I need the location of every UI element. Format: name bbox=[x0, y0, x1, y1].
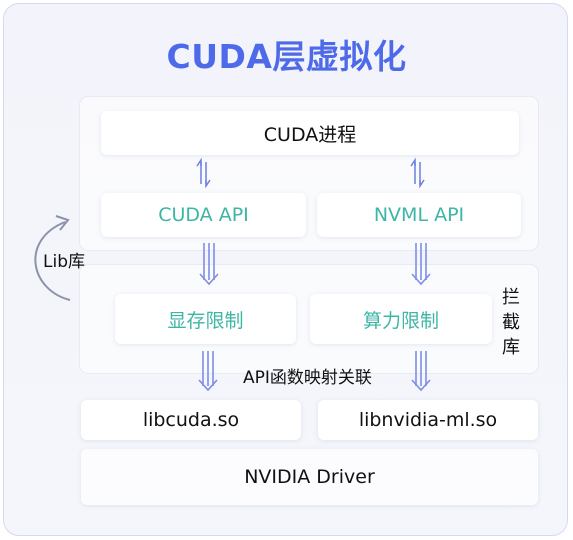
memory-limit-label: 显存限制 bbox=[167, 309, 244, 332]
intercept-char-3: 库 bbox=[502, 337, 520, 358]
compute-limit-box: 算力限制 bbox=[310, 294, 492, 344]
libcuda-label: libcuda.so bbox=[142, 409, 240, 431]
lib-curve-arrow bbox=[34, 215, 71, 301]
cuda-process-box: CUDA进程 bbox=[101, 111, 519, 155]
memory-limit-box: 显存限制 bbox=[115, 294, 296, 344]
cuda-api-label: CUDA API bbox=[158, 204, 249, 226]
intercept-library-label: 拦 截 库 bbox=[500, 285, 522, 360]
nvml-api-box: NVML API bbox=[317, 193, 521, 237]
libcuda-box: libcuda.so bbox=[81, 400, 301, 440]
libnvidia-ml-box: libnvidia-ml.so bbox=[318, 400, 538, 440]
cuda-api-box: CUDA API bbox=[101, 193, 306, 237]
cuda-process-label: CUDA进程 bbox=[263, 123, 357, 146]
compute-limit-label: 算力限制 bbox=[362, 309, 439, 332]
intercept-char-1: 拦 bbox=[502, 287, 520, 308]
lib-label: Lib库 bbox=[43, 252, 85, 272]
intercept-char-2: 截 bbox=[502, 312, 520, 333]
bidirectional-arrow-right bbox=[410, 157, 425, 189]
nvidia-driver-box: NVIDIA Driver bbox=[81, 449, 538, 505]
down-arrow-nvml-to-compute bbox=[411, 243, 431, 286]
nvidia-driver-label: NVIDIA Driver bbox=[244, 466, 375, 488]
down-arrow-compute-to-libnvidia bbox=[411, 351, 431, 392]
down-arrow-cuda-to-memory bbox=[199, 243, 219, 286]
down-arrow-memory-to-libcuda bbox=[198, 351, 218, 392]
api-mapping-label: API函数映射关联 bbox=[243, 368, 372, 388]
bidirectional-arrow-left bbox=[196, 157, 211, 189]
nvml-api-label: NVML API bbox=[373, 204, 465, 226]
libnvidia-ml-label: libnvidia-ml.so bbox=[358, 409, 498, 431]
diagram-title: CUDA层虚拟化 bbox=[166, 37, 407, 76]
